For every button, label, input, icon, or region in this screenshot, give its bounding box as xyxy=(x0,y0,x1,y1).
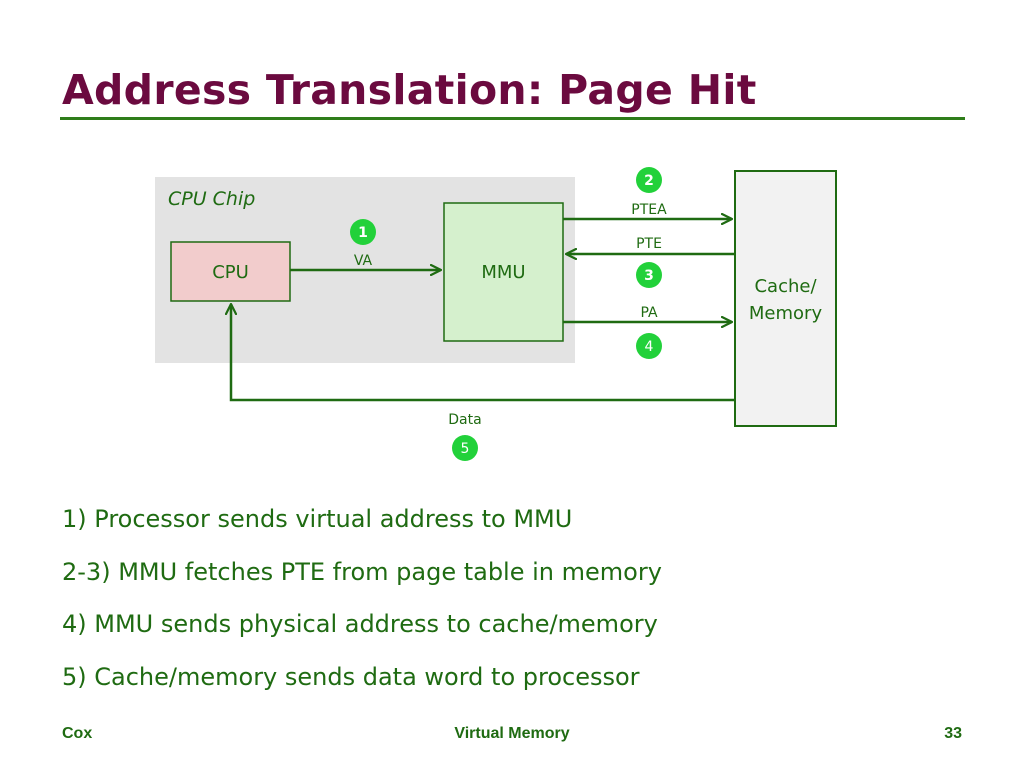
va-label: VA xyxy=(354,253,373,269)
pa-label: PA xyxy=(640,305,658,321)
data-label: Data xyxy=(448,412,481,428)
step-badge-3: 3 xyxy=(636,262,662,288)
cpu-chip-label: CPU Chip xyxy=(168,188,255,210)
step-badge-2: 2 xyxy=(636,167,662,193)
footer-topic: Virtual Memory xyxy=(454,725,570,742)
ptea-label: PTEA xyxy=(631,202,667,218)
mmu-box xyxy=(443,202,564,342)
explanation-item: 5) Cache/memory sends data word to proce… xyxy=(62,662,640,691)
step-badge-1: 1 xyxy=(350,219,376,245)
svg-text:1: 1 xyxy=(358,225,368,241)
cpu-box xyxy=(170,241,291,302)
footer-page-number: 33 xyxy=(944,725,962,742)
cache-memory-label-line1: Cache/ xyxy=(754,276,817,297)
explanation-item: 1) Processor sends virtual address to MM… xyxy=(62,505,573,533)
svg-text:4: 4 xyxy=(645,339,654,355)
data-arrow xyxy=(231,304,735,402)
footer-author: Cox xyxy=(62,725,93,742)
cpu-label: CPU xyxy=(212,262,249,283)
slide-title: Address Translation: Page Hit xyxy=(62,66,757,114)
explanation-item: 2-3) MMU fetches PTE from page table in … xyxy=(62,557,662,586)
address-translation-diagram: CPU Chip CPU MMU Cache/ Memory VA PTEA P… xyxy=(155,167,837,461)
svg-text:2: 2 xyxy=(644,173,654,189)
cache-memory-box xyxy=(734,170,837,427)
explanation-list: 1) Processor sends virtual address to MM… xyxy=(62,500,662,710)
svg-text:3: 3 xyxy=(644,268,654,284)
pte-label: PTE xyxy=(636,236,662,252)
svg-text:5: 5 xyxy=(461,441,470,457)
cache-memory-label-line2: Memory xyxy=(749,303,823,324)
step-badge-5: 5 xyxy=(452,435,478,461)
mmu-label: MMU xyxy=(481,262,525,283)
explanation-item: 4) MMU sends physical address to cache/m… xyxy=(62,610,658,638)
title-underline xyxy=(60,117,965,120)
step-badge-4: 4 xyxy=(636,333,662,359)
